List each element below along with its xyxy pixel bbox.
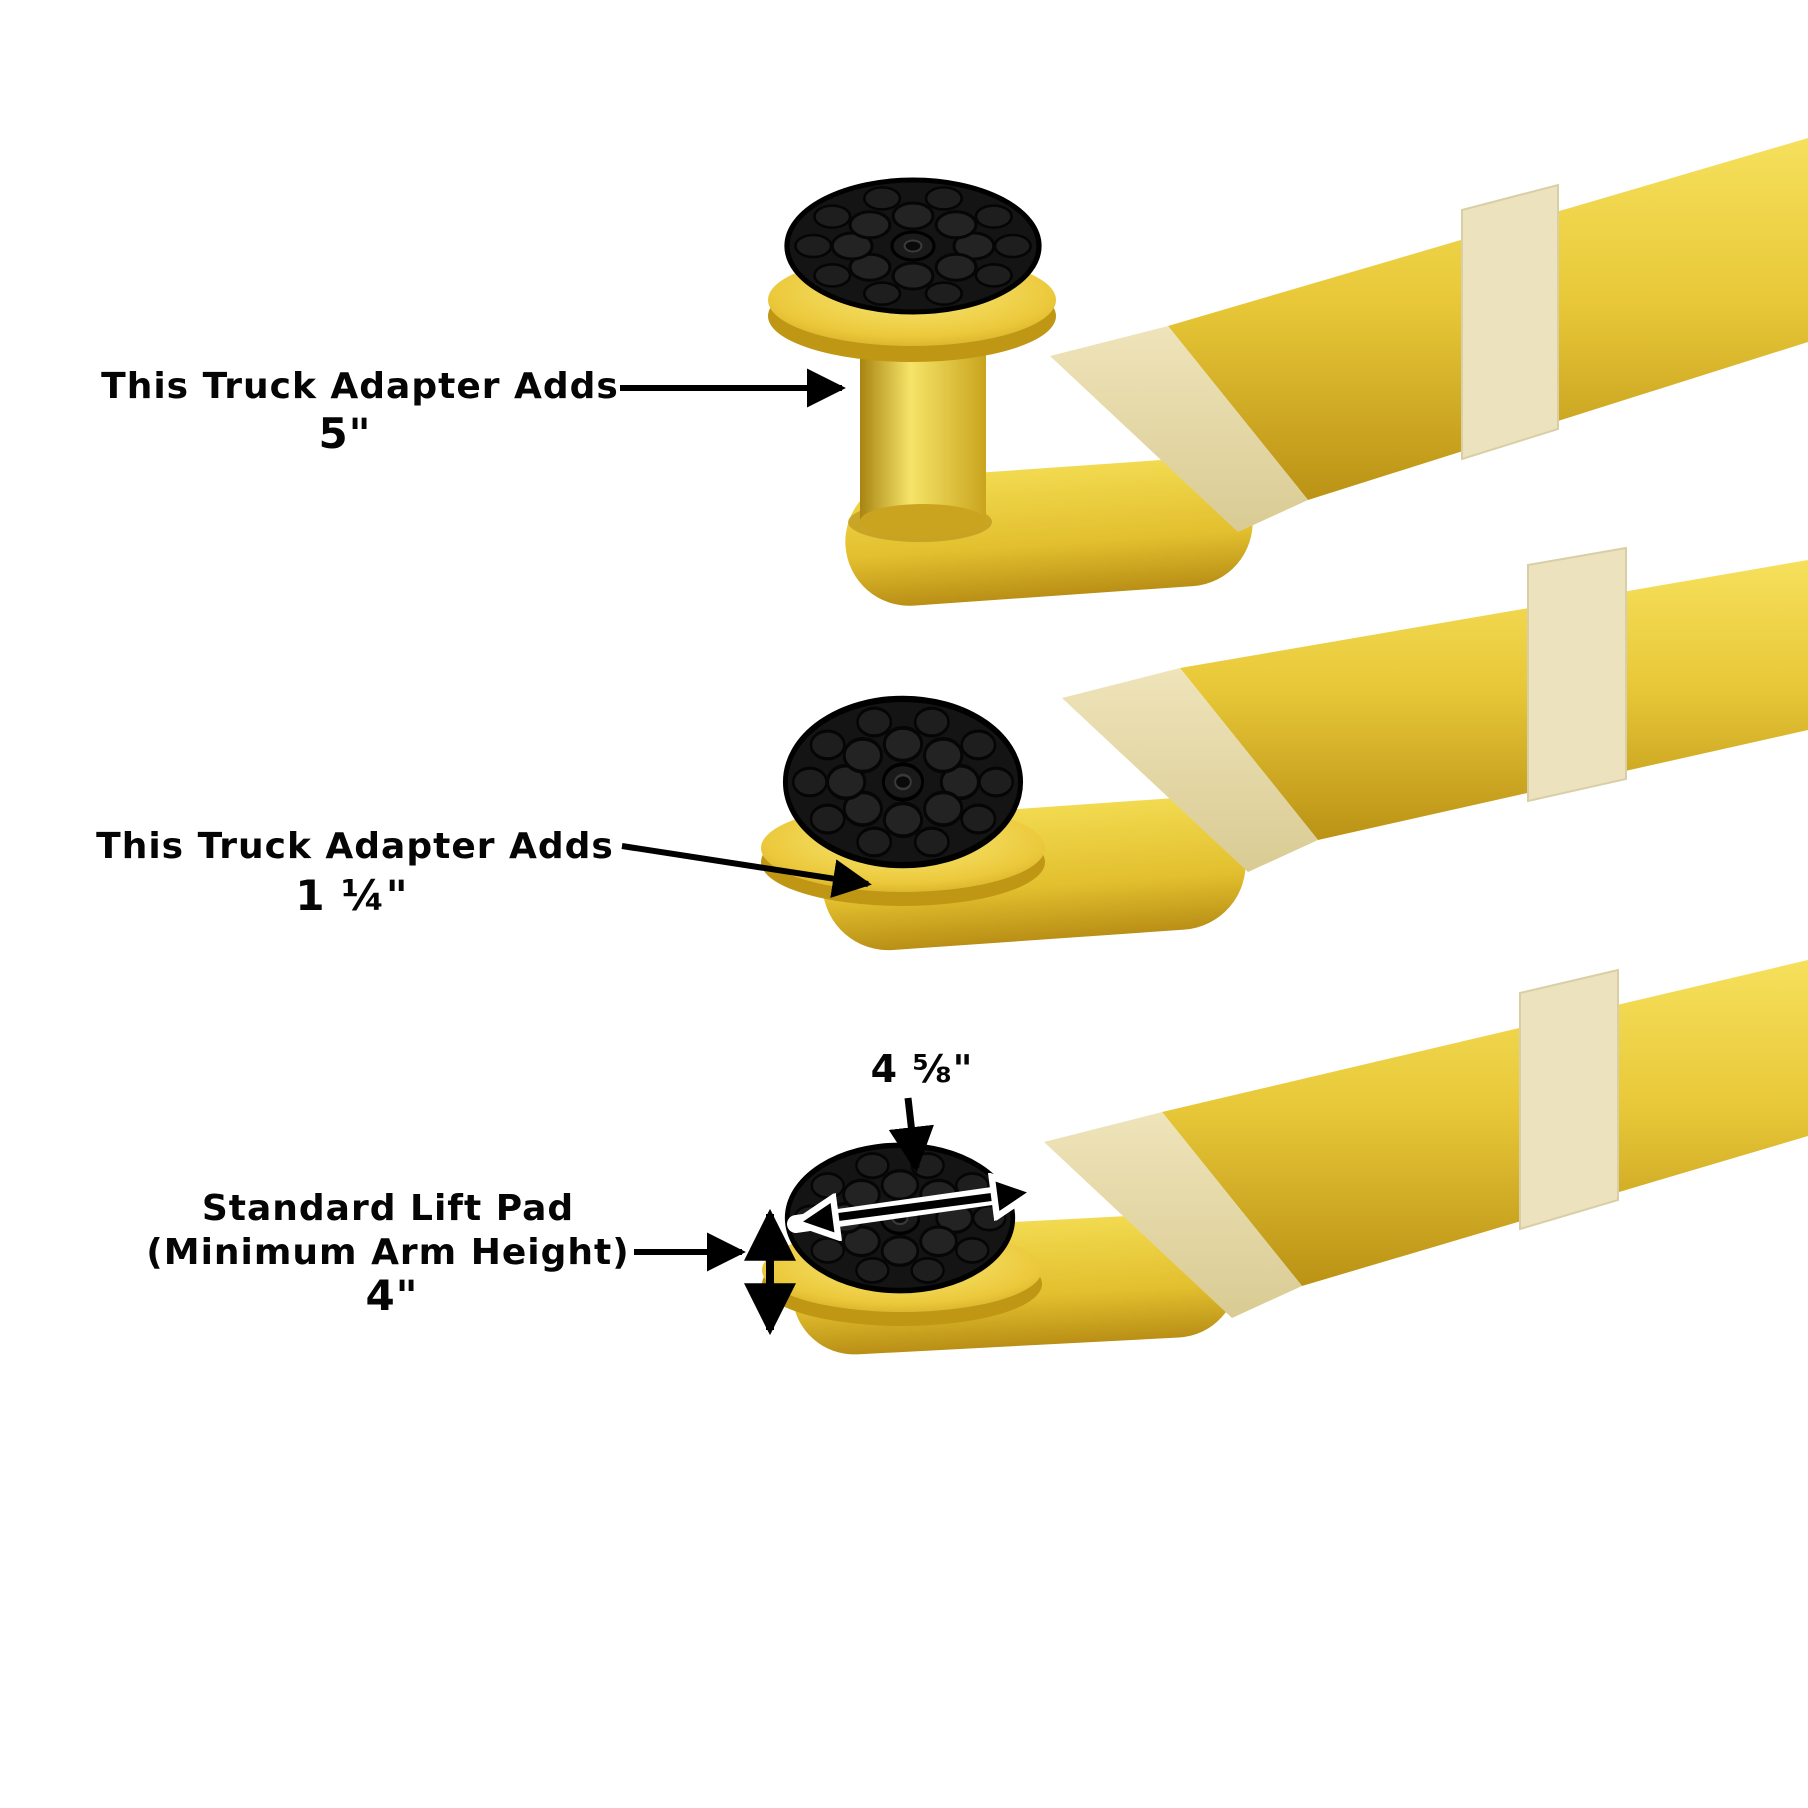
arm-middle-1-25in-adapter [761, 546, 1808, 951]
pad-diameter-pointer-arrow [888, 1097, 934, 1173]
pad-diameter-span-arrow [800, 1192, 1030, 1222]
adapter-5-label: This Truck Adapter Adds [101, 366, 619, 407]
arm-beam-cut-face [1050, 326, 1308, 532]
arm-beam-cut-face [1062, 668, 1318, 872]
rubber-pad [785, 699, 1020, 865]
arm-beam [1180, 560, 1808, 840]
adapter-cylinder-base [860, 504, 986, 538]
arm-sleeve [1461, 183, 1559, 461]
standard-pad-label-line2: (Minimum Arm Height) [146, 1232, 629, 1273]
standard-pad-label-line1: Standard Lift Pad [202, 1188, 574, 1229]
arm-beam [1162, 960, 1808, 1286]
adapter-1-25-value: 1 ¼" [295, 871, 408, 920]
arm-sleeve [1519, 968, 1619, 1231]
arm-beam-cut-face [1044, 1112, 1302, 1318]
standard-pad-value: 4" [365, 1271, 418, 1320]
rubber-pad [787, 180, 1039, 312]
arm-sleeve [1527, 546, 1627, 803]
arm-top-5in-adapter [768, 138, 1808, 606]
adapter-1-25-pointer-arrow [621, 843, 872, 898]
pad-diameter-value: 4 ⅝" [871, 1047, 974, 1091]
arm-bottom-standard-pad [762, 960, 1808, 1355]
adapter-1-25-label: This Truck Adapter Adds [96, 826, 614, 867]
adapter-5-value: 5" [318, 409, 371, 458]
